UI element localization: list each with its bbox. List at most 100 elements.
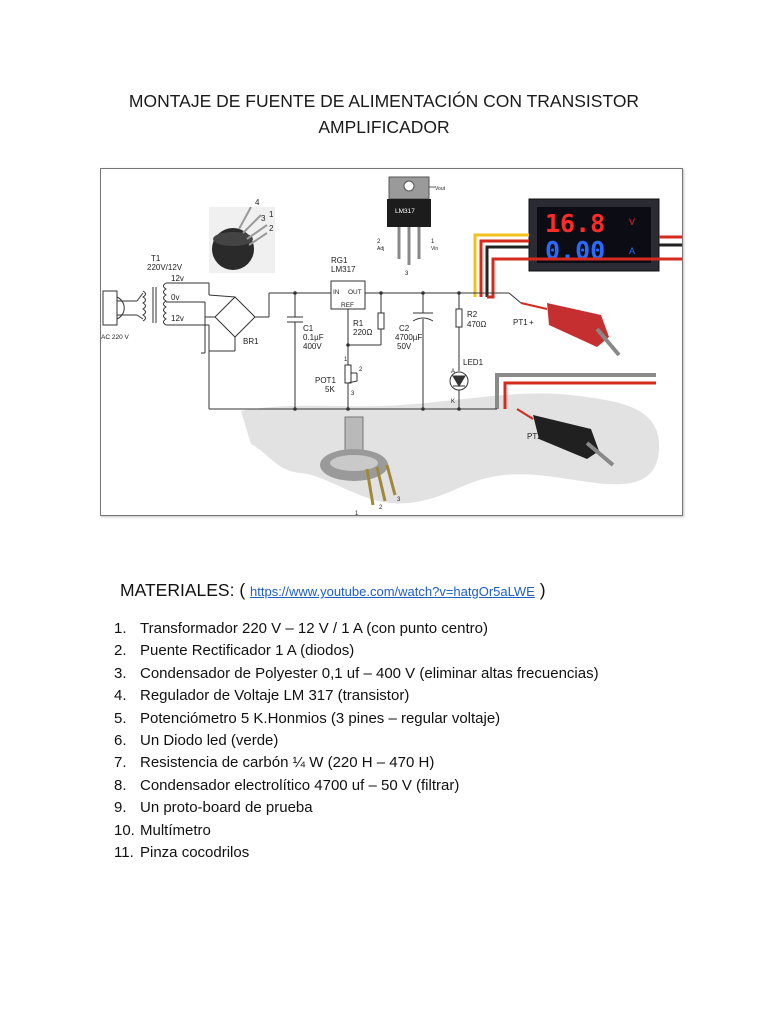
list-item-text: Pinza cocodrilos	[140, 843, 250, 861]
package-pin-3: 3	[405, 271, 409, 277]
meter-current-reading: 0.00	[545, 236, 605, 265]
label-tap-0v: 0v	[171, 293, 179, 302]
list-item-number: 6.	[114, 731, 127, 749]
package-adj-label: Adj	[377, 246, 384, 252]
list-item-number: 9.	[114, 799, 127, 817]
label-c2-voltage: 50V	[397, 342, 412, 351]
label-pot1: POT1	[315, 376, 336, 385]
list-item: 11. Pinza cocodrilos	[114, 842, 599, 864]
label-led1: LED1	[463, 358, 484, 367]
package-vin-label: Vin	[431, 246, 438, 252]
label-c2: C2	[399, 324, 410, 333]
list-item: 6. Un Diodo led (verde)	[114, 730, 599, 752]
list-item-text: Resistencia de carbón ¼ W (220 H – 470 H…	[140, 754, 435, 772]
list-item-text: Transformador 220 V – 12 V / 1 A (con pu…	[140, 620, 488, 637]
meter-voltage-reading: 16.8	[545, 209, 605, 238]
bridge-pin-2: 2	[269, 224, 274, 233]
meter-wires	[473, 233, 682, 409]
bridge-pin-4: 4	[255, 198, 260, 207]
label-t1: T1	[151, 254, 161, 263]
label-r2: R2	[467, 310, 478, 319]
list-item-text: Potenciómetro 5 K.Honmios (3 pines – reg…	[140, 709, 501, 727]
list-item-number: 10.	[114, 821, 135, 839]
list-item-text: Condensador de Polyester 0,1 uf – 400 V …	[140, 664, 599, 682]
pot-photo-pin-2: 2	[379, 505, 383, 511]
label-tap-12v-top: 12v	[171, 274, 184, 283]
label-c2-value: 4700µF	[395, 333, 422, 342]
list-item-text: Condensador electrolítico 4700 uf – 50 V…	[140, 776, 460, 794]
label-pin-in: IN	[333, 289, 340, 296]
circuit-wires	[102, 280, 522, 410]
title-line-1: MONTAJE DE FUENTE DE ALIMENTACIÓN CON TR…	[128, 91, 640, 111]
list-item-number: 7.	[114, 754, 127, 772]
potentiometer-photo: 1 2 3	[320, 416, 401, 516]
label-c1: C1	[303, 324, 314, 333]
list-item: 4. Regulador de Voltaje LM 317 (transisto…	[114, 685, 599, 707]
list-item-number: 4.	[114, 687, 127, 705]
alligator-clip-red	[520, 302, 621, 357]
list-item-number: 11.	[114, 843, 134, 861]
list-item-number: 3.	[114, 664, 127, 682]
list-item: 10. Multímetro	[114, 820, 599, 842]
label-c1-value: 0.1µF	[303, 333, 324, 342]
label-pin-out: OUT	[348, 289, 362, 296]
youtube-link[interactable]: https://www.youtube.com/watch?v=hatgOr5a…	[250, 584, 535, 599]
list-item: 9. Un proto-board de prueba	[114, 797, 599, 819]
materials-heading: MATERIALES:	[120, 580, 235, 600]
list-item: 7. Resistencia de carbón ¼ W (220 H – 470…	[114, 752, 599, 774]
list-item: 5. Potenciómetro 5 K.Honmios (3 pines – r…	[114, 708, 599, 730]
label-ac-input: AC 220 V	[101, 334, 129, 341]
open-paren: (	[239, 580, 246, 600]
label-pot1-value: 5K	[325, 385, 335, 394]
label-rg1: RG1	[331, 256, 348, 265]
alligator-clip-black	[516, 408, 615, 467]
list-item-number: 5.	[114, 709, 127, 727]
label-pot-pin-3: 3	[351, 391, 355, 397]
label-led-k: K	[451, 399, 455, 405]
package-vout-label: Vout	[435, 186, 446, 192]
materials-heading-line: MATERIALES: ( https://www.youtube.com/wa…	[120, 580, 546, 601]
label-pt2-sign: −	[545, 432, 550, 441]
document-title: MONTAJE DE FUENTE DE ALIMENTACIÓN CON TR…	[0, 88, 768, 140]
circuit-figure: 4 3 1 2 LM317 Vout 2 Adj 1 Vin 3 16.8	[100, 168, 683, 516]
lm317-package-illustration: LM317 Vout 2 Adj 1 Vin 3	[377, 176, 446, 277]
pot-photo-pin-3: 3	[397, 497, 401, 503]
list-item-text: Un proto-board de prueba	[140, 799, 313, 817]
label-tap-12v-bottom: 12v	[171, 314, 184, 323]
list-item-text: Un Diodo led (verde)	[140, 731, 279, 749]
meter-voltage-unit: V	[629, 217, 635, 227]
label-t1-rating: 220V/12V	[147, 263, 183, 272]
meter-current-unit: A	[629, 246, 635, 256]
materials-list: 1. Transformador 220 V – 12 V / 1 A (con …	[114, 618, 599, 864]
label-lm317: LM317	[331, 265, 356, 274]
list-item: 3. Condensador de Polyester 0,1 uf – 400 …	[114, 663, 599, 685]
bridge-rectifier-photo: 4 3 1 2	[209, 198, 275, 273]
label-br1: BR1	[243, 337, 259, 346]
schematic-labels: T1 220V/12V 12v 0v 12v AC 220 V BR1 RG1 …	[101, 254, 550, 441]
list-item: 2.Puente Rectificador 1 A (diodos)	[114, 640, 599, 662]
label-pt1-sign: +	[529, 318, 534, 327]
list-item-number: 1.	[114, 620, 127, 637]
list-item-text: Multímetro	[140, 821, 211, 839]
package-chip-label: LM317	[395, 208, 415, 215]
label-r1-value: 220Ω	[353, 328, 372, 337]
package-pin-2: 2	[377, 239, 381, 245]
bridge-pin-3: 3	[261, 214, 266, 223]
list-item: 8.Condensador electrolítico 4700 uf – 50…	[114, 775, 599, 797]
label-r1: R1	[353, 319, 364, 328]
circuit-nodes	[293, 291, 461, 411]
label-pot-pin-2: 2	[359, 367, 363, 373]
list-item: 1. Transformador 220 V – 12 V / 1 A (con …	[114, 618, 599, 640]
circuit-diagram: 4 3 1 2 LM317 Vout 2 Adj 1 Vin 3 16.8	[101, 176, 682, 516]
label-c1-voltage: 400V	[303, 342, 322, 351]
title-line-2: AMPLIFICADOR	[318, 117, 450, 137]
list-item-number: 2.	[114, 642, 127, 660]
label-pt1: PT1	[513, 318, 528, 327]
pot-photo-pin-1: 1	[355, 511, 359, 516]
label-pin-ref: REF	[341, 302, 354, 309]
label-pot-pin-1: 1	[344, 357, 348, 363]
label-pt2: PT2	[527, 432, 542, 441]
package-pin-1: 1	[431, 239, 435, 245]
list-item-text: Regulador de Voltaje LM 317 (transistor)	[140, 687, 410, 705]
bridge-pin-1: 1	[269, 210, 274, 219]
